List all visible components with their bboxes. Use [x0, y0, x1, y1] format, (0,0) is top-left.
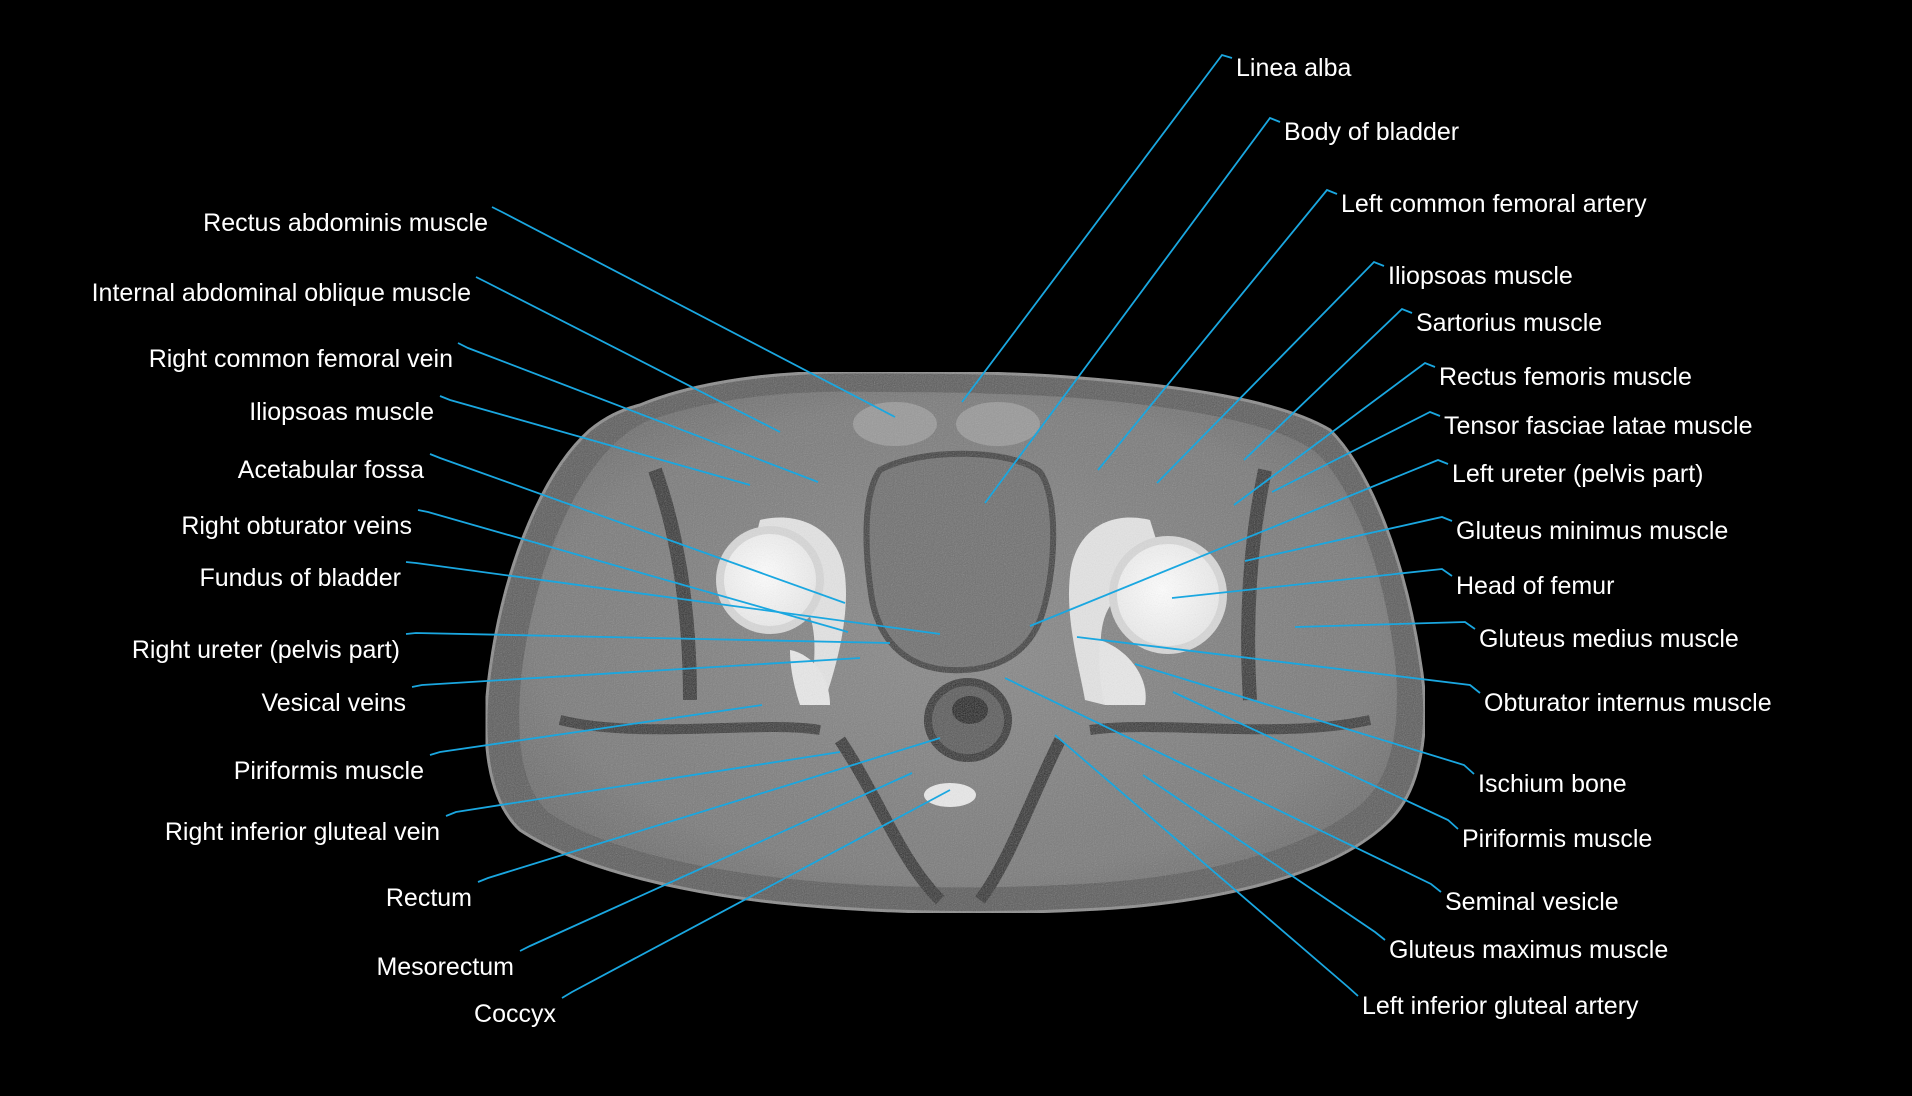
rectum-gas	[952, 696, 988, 724]
coccyx-shape	[924, 783, 976, 807]
label-rectus-femoris: Rectus femoris muscle	[1439, 363, 1692, 391]
label-mesorectum: Mesorectum	[376, 953, 514, 981]
rectus-right-shape	[956, 402, 1040, 446]
leader-line-sartorius	[1243, 307, 1413, 461]
labels-right: Linea alba Body of bladder Left common f…	[1236, 54, 1772, 1020]
leader-line-right-obturator	[417, 509, 849, 633]
label-ischium-bone: Ischium bone	[1478, 770, 1627, 798]
leader-line-body-bladder	[984, 116, 1281, 504]
leader-line-rectum	[477, 737, 941, 883]
label-linea-alba: Linea alba	[1236, 54, 1351, 82]
left-ischium-shape	[1099, 640, 1146, 705]
label-gluteus-minimus: Gluteus minimus muscle	[1456, 517, 1728, 545]
leader-line-right-inf-gluteal	[445, 751, 841, 817]
leader-line-coccyx	[561, 789, 951, 999]
leader-line-tensor-fasciae	[1271, 411, 1441, 493]
label-left-ureter: Left ureter (pelvis part)	[1452, 460, 1704, 488]
fat-plane-left	[648, 467, 697, 701]
leader-line-internal-oblique	[475, 276, 781, 433]
fat-posterior	[835, 736, 1066, 905]
fat-plane-right	[1241, 468, 1272, 701]
labels-left: Rectus abdominis muscle Internal abdomin…	[92, 209, 557, 1028]
leader-line-piriformis-right	[429, 704, 763, 756]
label-right-common-femoral-vein: Right common femoral vein	[149, 345, 453, 373]
label-piriformis-right: Piriformis muscle	[234, 757, 424, 785]
leader-line-gluteus-maximus	[1142, 774, 1386, 941]
leader-line-mesorectum	[519, 772, 913, 952]
label-rectum: Rectum	[386, 884, 472, 912]
leader-line-right-cfv	[457, 342, 819, 483]
label-obturator-internus: Obturator internus muscle	[1484, 689, 1772, 717]
label-left-inferior-gluteal-artery: Left inferior gluteal artery	[1362, 992, 1639, 1020]
leader-line-acetabular-fossa	[429, 453, 846, 604]
leader-line-seminal-vesicle	[1004, 677, 1442, 893]
label-piriformis-left: Piriformis muscle	[1462, 825, 1652, 853]
label-fundus-of-bladder: Fundus of bladder	[199, 564, 401, 592]
leader-line-iliopsoas-right	[439, 395, 751, 486]
label-left-common-femoral-artery: Left common femoral artery	[1341, 190, 1647, 218]
label-right-ureter: Right ureter (pelvis part)	[132, 636, 400, 664]
left-femoral-head-shape	[1109, 536, 1227, 654]
label-acetabular-fossa: Acetabular fossa	[238, 456, 424, 484]
label-coccyx: Coccyx	[474, 1000, 556, 1028]
leader-line-iliopsoas-left	[1156, 260, 1385, 484]
bladder-shape	[863, 450, 1057, 674]
right-femoral-head-shape	[716, 526, 824, 634]
label-rectus-abdominis: Rectus abdominis muscle	[203, 209, 488, 237]
label-gluteus-medius: Gluteus medius muscle	[1479, 625, 1739, 653]
label-head-of-femur: Head of femur	[1456, 572, 1614, 600]
leader-line-left-inf-gluteal	[1054, 734, 1359, 997]
leader-line-rectus-femoris	[1233, 361, 1436, 506]
label-right-inferior-gluteal-vein: Right inferior gluteal vein	[165, 818, 440, 846]
leader-line-fundus-bladder	[405, 561, 941, 635]
leader-line-gluteus-medius	[1294, 621, 1476, 630]
right-ischium-shape	[790, 650, 830, 705]
label-vesical-veins: Vesical veins	[261, 689, 406, 717]
ct-pelvis-image	[484, 370, 1427, 915]
leader-line-rectus-abdominis	[491, 206, 896, 418]
leader-line-ischium-bone	[1134, 663, 1475, 775]
label-seminal-vesicle: Seminal vesicle	[1445, 888, 1619, 916]
label-right-obturator-veins: Right obturator veins	[181, 512, 412, 540]
label-sartorius: Sartorius muscle	[1416, 309, 1602, 337]
leader-line-right-ureter	[405, 632, 891, 644]
label-iliopsoas-right: Iliopsoas muscle	[249, 398, 434, 426]
leader-line-left-ureter	[1029, 459, 1449, 627]
leader-line-obturator-internus	[1076, 636, 1481, 694]
leader-line-gluteus-minimus	[1244, 516, 1453, 562]
leader-line-piriformis-left	[1172, 691, 1459, 830]
label-internal-abdominal-oblique: Internal abdominal oblique muscle	[92, 279, 471, 307]
rectus-left-shape	[853, 402, 937, 446]
leader-line-left-cfa	[1097, 188, 1338, 471]
leader-line-head-of-femur	[1171, 568, 1453, 599]
leader-line-vesical-veins	[411, 657, 861, 688]
leader-lines	[405, 53, 1481, 999]
label-gluteus-maximus: Gluteus maximus muscle	[1389, 936, 1668, 964]
label-iliopsoas-left: Iliopsoas muscle	[1388, 262, 1573, 290]
label-body-of-bladder: Body of bladder	[1284, 118, 1459, 146]
label-tensor-fasciae-latae: Tensor fasciae latae muscle	[1444, 412, 1752, 440]
leader-line-linea-alba	[961, 53, 1233, 403]
